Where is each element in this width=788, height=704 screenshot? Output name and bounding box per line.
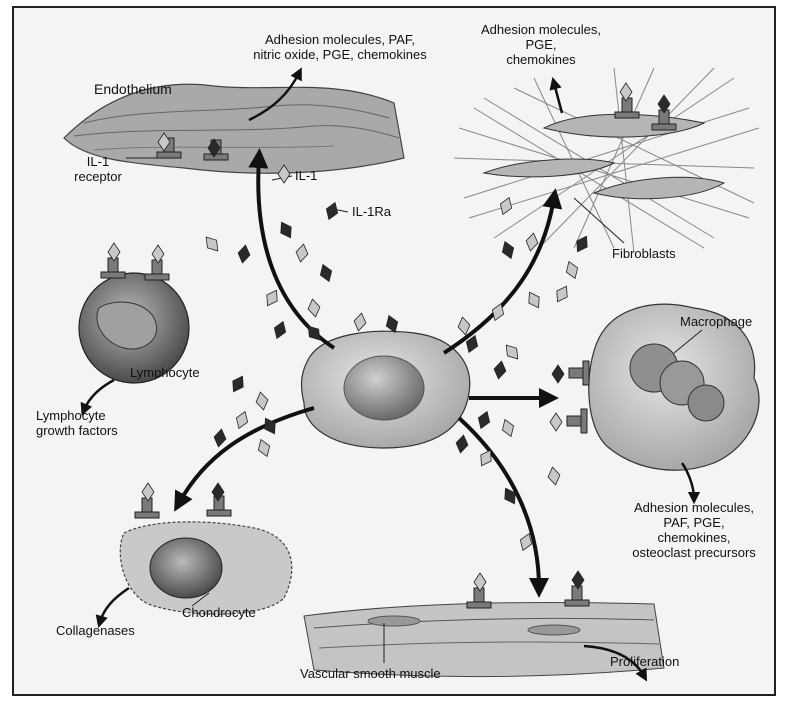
collagenases-label: Collagenases: [56, 623, 135, 638]
il1ra-diamond-icon: [317, 262, 334, 283]
lymphocyte-products-label: Lymphocyte growth factors: [36, 408, 118, 438]
il1-diamond-icon: [497, 195, 514, 216]
il1ra-diamond-icon: [493, 360, 508, 380]
il1ra-diamond-icon: [271, 319, 288, 340]
receptor-icon: [569, 361, 589, 385]
arrow-lymphocyte-products: [84, 380, 114, 410]
il1-diamond-icon: [307, 298, 322, 318]
macrophage-products-line: PAF, PGE,: [614, 515, 774, 530]
il1ra-diamond-icon: [276, 219, 295, 241]
fibroblast-cells: [484, 114, 724, 198]
chondrocyte-label: Chondrocyte: [182, 605, 256, 620]
macrophage-cell: [589, 304, 759, 470]
fibroblast-products-line: chemokines: [466, 52, 616, 67]
receptor-icon: [467, 588, 491, 608]
vascular-smooth-muscle-label: Vascular smooth muscle: [300, 666, 441, 681]
proliferation-label: Proliferation: [610, 654, 679, 669]
chondrocyte-cell: [120, 522, 292, 614]
endothelium-label: Endothelium: [94, 82, 172, 97]
il1ra-diamond-icon: [237, 244, 252, 264]
endothelium-products-label: Adhesion molecules, PAF, nitric oxide, P…: [230, 32, 450, 62]
macrophage-label: Macrophage: [680, 314, 752, 329]
lymphocyte-products-line: growth factors: [36, 423, 118, 438]
central-cell: [302, 331, 470, 448]
il1-diamond-icon: [552, 283, 571, 305]
arrow-chondrocyte-products: [100, 588, 129, 622]
il1-diamond-icon: [476, 447, 495, 469]
fibroblast-tissue: [454, 68, 759, 253]
il1ra-diamond-icon: [572, 233, 591, 255]
il1-diamond-icon: [563, 259, 580, 280]
il1-diamond-icon: [233, 409, 250, 430]
receptor-icon: [135, 498, 159, 518]
receptor-icon: [145, 260, 169, 280]
il1ra-diamond-icon: [552, 365, 564, 383]
lymphocyte-label: Lymphocyte: [130, 365, 200, 380]
il1ra-diamond-icon: [499, 239, 516, 260]
macrophage-products-line: osteoclast precursors: [614, 545, 774, 560]
arrow-fibroblast-products: [554, 83, 562, 113]
arrow-to-smooth-muscle: [459, 418, 539, 588]
receptor-icon: [567, 409, 587, 433]
il1-diamond-icon: [295, 243, 310, 263]
macrophage-products-line: Adhesion molecules,: [614, 500, 774, 515]
il1-receptor-label: IL-1 receptor: [68, 154, 128, 184]
il1-diamond-icon: [255, 391, 270, 411]
il1ra-diamond-icon: [228, 373, 247, 395]
macrophage-products-label: Adhesion molecules, PAF, PGE, chemokines…: [614, 500, 774, 560]
macrophage-products-line: chemokines,: [614, 530, 774, 545]
il1-diamond-icon: [255, 437, 272, 458]
il1-receptor-line: IL-1: [68, 154, 128, 169]
il1ra-diamond-icon: [323, 200, 340, 221]
il1-diamond-icon: [202, 233, 223, 255]
endothelium-products-line: nitric oxide, PGE, chemokines: [230, 47, 450, 62]
il1ra-label: IL-1Ra: [352, 204, 391, 219]
fibroblast-products-line: PGE,: [466, 37, 616, 52]
lymphocyte-products-line: Lymphocyte: [36, 408, 118, 423]
fibroblast-products-line: Adhesion molecules,: [466, 22, 616, 37]
diagram-canvas: [14, 8, 776, 696]
il1-diamond-icon: [502, 341, 523, 363]
fibroblast-products-label: Adhesion molecules, PGE, chemokines: [466, 22, 616, 67]
il1ra-diamond-icon: [213, 428, 228, 448]
il1-diamond-icon: [524, 289, 543, 311]
diagram-frame: Endothelium Adhesion molecules, PAF, nit…: [12, 6, 776, 696]
il1-diamond-icon: [353, 312, 368, 332]
il1-diamond-icon: [499, 417, 516, 438]
il1-diamond-icon: [262, 287, 281, 309]
il1ra-diamond-icon: [475, 409, 492, 430]
endothelium-products-line: Adhesion molecules, PAF,: [230, 32, 450, 47]
il1-diamond-icon: [550, 413, 562, 431]
il1-diamond-icon: [547, 466, 562, 486]
receptor-icon: [565, 586, 589, 606]
il1-receptor-line: receptor: [68, 169, 128, 184]
receptor-icon: [101, 258, 125, 278]
fibroblasts-label: Fibroblasts: [612, 246, 676, 261]
il1ra-diamond-icon: [455, 434, 470, 454]
il1-label: IL-1: [295, 168, 317, 183]
